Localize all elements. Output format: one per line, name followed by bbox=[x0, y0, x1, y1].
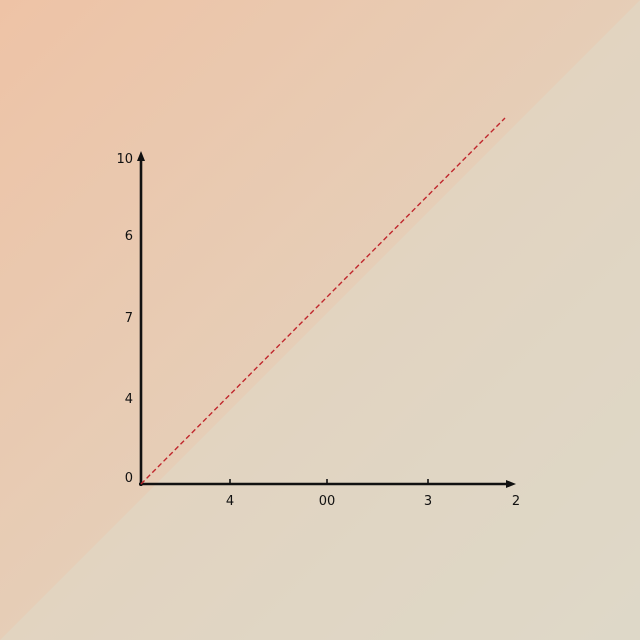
x-tick-label: 00 bbox=[319, 494, 336, 509]
y-tick-label: 10 bbox=[116, 152, 133, 167]
y-tick-label: 6 bbox=[125, 229, 133, 244]
x-axis-arrow bbox=[506, 480, 516, 488]
y-axis-arrow bbox=[137, 151, 145, 161]
dashed-series-line bbox=[140, 117, 506, 485]
y-tick-label: 7 bbox=[125, 311, 133, 326]
y-tick-label: 0 bbox=[125, 471, 133, 486]
x-tick-label: 4 bbox=[226, 494, 234, 509]
y-tick-label: 4 bbox=[125, 392, 133, 407]
x-tick-label: 2 bbox=[512, 494, 520, 509]
x-tick-label: 3 bbox=[424, 494, 432, 509]
